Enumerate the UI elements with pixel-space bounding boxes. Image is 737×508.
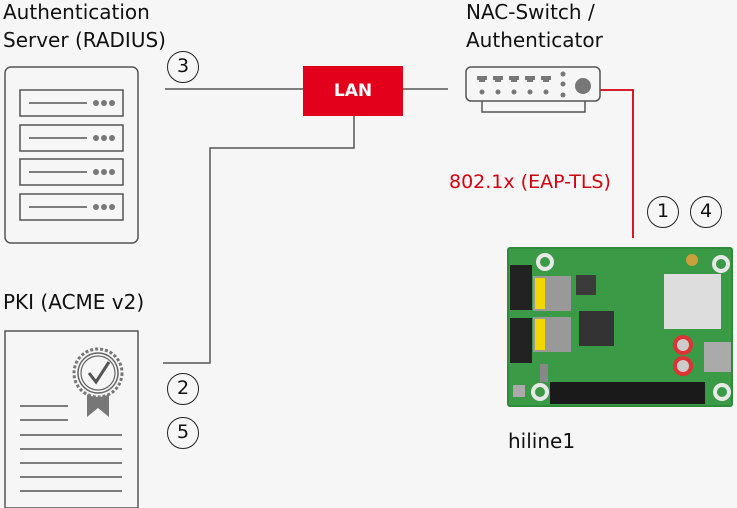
lan-node: LAN	[303, 66, 403, 116]
step-5-badge: 5	[167, 417, 199, 449]
nac-switch-label: NAC-Switch / Authenticator	[466, 0, 603, 54]
protocol-label: 802.1x (EAP-TLS)	[449, 171, 611, 193]
step-4-badge: 4	[690, 196, 722, 228]
server-rack-icon	[4, 66, 139, 244]
nac-switch-label-line1: NAC-Switch /	[466, 0, 595, 24]
step-3-badge: 3	[167, 51, 199, 83]
pki-label: PKI (ACME v2)	[3, 290, 145, 314]
nac-switch-label-line2: Authenticator	[466, 28, 603, 52]
link-lan-pki	[163, 116, 355, 364]
network-switch-icon	[465, 66, 601, 113]
link-switch-device	[600, 89, 634, 238]
auth-server-label: Authentication Server (RADIUS)	[3, 0, 166, 54]
certificate-icon	[4, 330, 139, 508]
step-1-badge: 1	[647, 196, 679, 228]
device-label: hiline1	[508, 429, 576, 453]
auth-server-label-line2: Server (RADIUS)	[3, 28, 166, 52]
step-2-badge: 2	[167, 373, 199, 405]
auth-server-label-line1: Authentication	[3, 0, 150, 24]
hiline1-board-image	[507, 247, 733, 407]
